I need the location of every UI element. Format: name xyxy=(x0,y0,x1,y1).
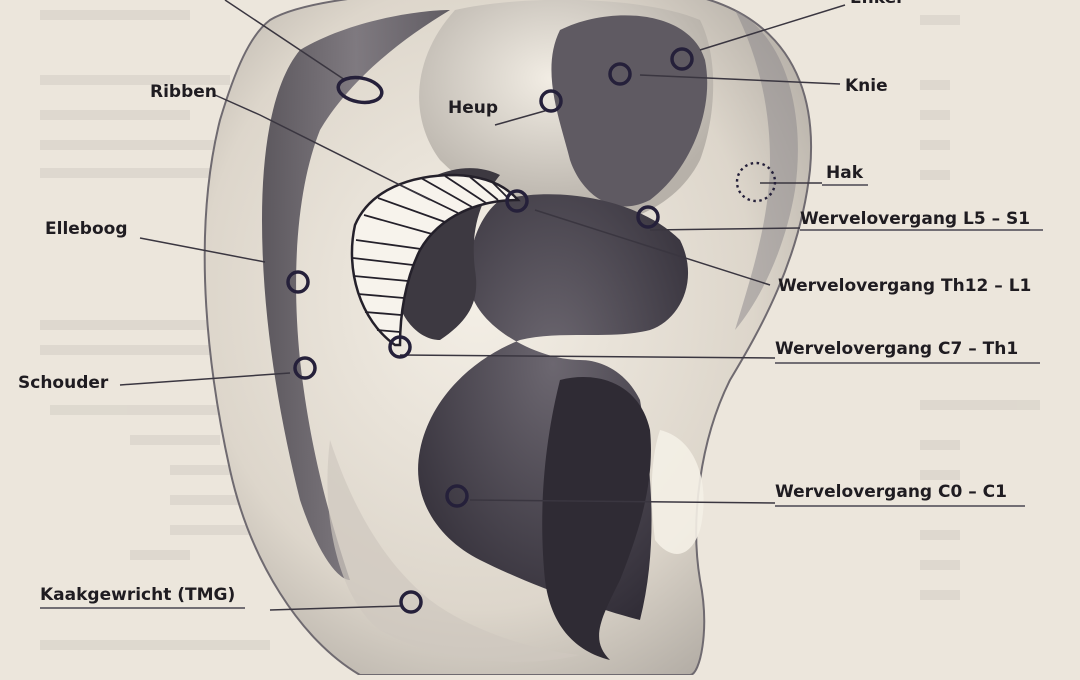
label-l5-s1: Wervelovergang L5 – S1 xyxy=(800,209,1030,229)
point-ribs-upper xyxy=(336,75,384,105)
ribs-hatching xyxy=(352,175,510,333)
ear-canal-shadow xyxy=(542,377,651,660)
point-tmg xyxy=(399,590,423,614)
ribs-zone xyxy=(350,173,521,347)
label-enkel: Enkel xyxy=(850,0,902,8)
point-c0-c1 xyxy=(445,484,469,508)
label-th12-l1: Wervelovergang Th12 – L1 xyxy=(778,276,1031,296)
faded-page-text xyxy=(40,10,1040,650)
point-heup xyxy=(539,89,563,113)
label-knie: Knie xyxy=(845,76,888,96)
label-elleboog: Elleboog xyxy=(45,219,128,239)
label-hak: Hak xyxy=(826,163,864,183)
helix-groove xyxy=(262,10,450,580)
point-elleboog xyxy=(286,270,310,294)
label-c0-c1: Wervelovergang C0 – C1 xyxy=(775,482,1007,502)
fossa-dark-lobe xyxy=(551,15,708,207)
point-knie xyxy=(608,62,632,86)
point-schouder xyxy=(293,356,317,380)
label-underlines xyxy=(40,184,1043,609)
point-enkel xyxy=(670,47,694,71)
point-c7-th1 xyxy=(388,335,412,359)
point-th12-l1 xyxy=(505,189,529,213)
point-l5-s1 xyxy=(636,205,660,229)
tragus-highlight xyxy=(651,430,704,554)
points xyxy=(286,47,777,614)
point-hak xyxy=(735,161,777,203)
leader-lines xyxy=(119,0,846,611)
label-c7-th1: Wervelovergang C7 – Th1 xyxy=(775,339,1018,359)
labels: Enkel Knie Ribben Heup Hak Wervelovergan… xyxy=(18,0,1031,605)
label-schouder: Schouder xyxy=(18,373,109,393)
label-heup: Heup xyxy=(448,98,498,118)
antihelix-rim-shadow xyxy=(735,10,798,330)
label-ribben: Ribben xyxy=(150,82,217,102)
label-tmg: Kaakgewricht (TMG) xyxy=(40,585,235,605)
